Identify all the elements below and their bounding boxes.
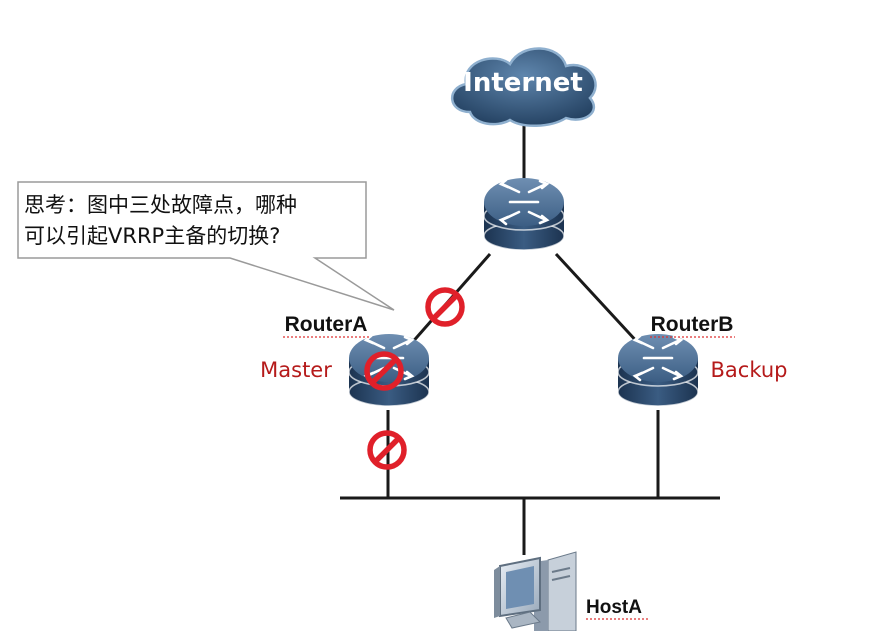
router-a-name: RouterA bbox=[285, 313, 368, 336]
links bbox=[340, 115, 720, 555]
link-core-routerb bbox=[554, 252, 642, 347]
cloud-label: Internet bbox=[463, 68, 583, 98]
internet-cloud[interactable]: Internet bbox=[450, 47, 597, 127]
host-a-name: HostA bbox=[586, 597, 642, 618]
router-a[interactable] bbox=[347, 332, 431, 408]
question-callout: 思考：图中三处故障点，哪种 可以引起VRRP主备的切换? bbox=[17, 181, 395, 311]
callout-line-1: 思考：图中三处故障点，哪种 bbox=[24, 193, 297, 217]
router-icon bbox=[616, 332, 700, 408]
fault-icon bbox=[428, 290, 462, 324]
host-a[interactable]: HostA bbox=[494, 551, 650, 631]
pc-icon bbox=[494, 551, 577, 631]
callout-line-2: 可以引起VRRP主备的切换? bbox=[24, 224, 280, 248]
router-b-name: RouterB bbox=[651, 313, 734, 336]
router-icon bbox=[347, 332, 431, 408]
fault-point-uplink bbox=[428, 290, 462, 324]
router-icon bbox=[482, 176, 566, 252]
cloud-icon bbox=[450, 47, 597, 127]
router-a-role: Master bbox=[260, 358, 332, 382]
router-b[interactable] bbox=[616, 332, 700, 408]
router-b-role: Backup bbox=[711, 358, 788, 382]
core-router[interactable] bbox=[482, 176, 566, 252]
